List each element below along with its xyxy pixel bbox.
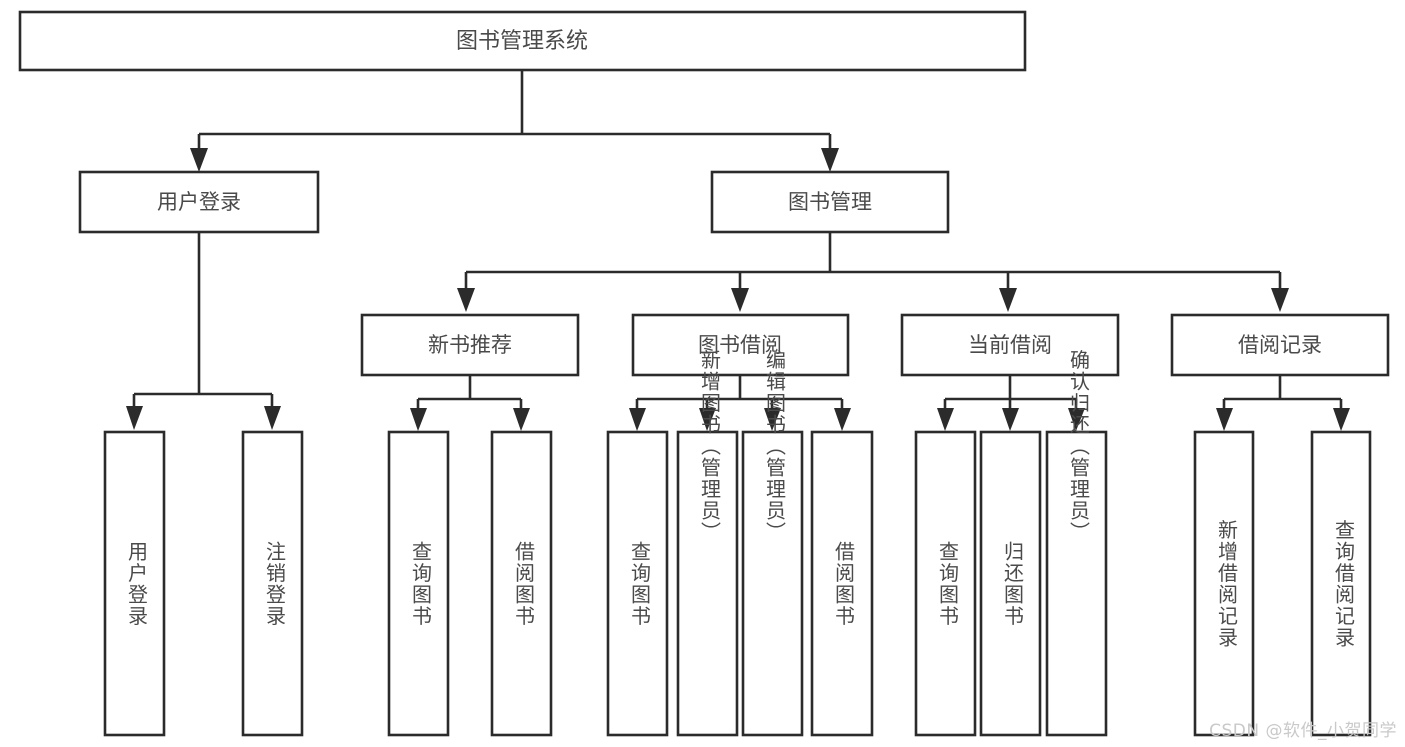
node-book-borrow-label: 图书借阅 — [698, 333, 782, 357]
arrow-newbook-leaf-2 — [513, 408, 530, 431]
arrow-to-borrow-record — [1271, 288, 1289, 312]
node-book-borrow-box[interactable] — [631, 313, 850, 377]
node-leaf-query-book-2-box[interactable] — [606, 430, 669, 737]
arrow-bookborrow-leaf-4 — [834, 408, 851, 431]
node-leaf-edit-book-box[interactable] — [741, 430, 804, 737]
node-leaf-confirm-return[interactable]: 确认归还（管理员） — [1045, 349, 1108, 737]
node-leaf-borrow-book-1-label: 借阅图书 — [512, 541, 536, 627]
node-leaf-query-book-3-label: 查询图书 — [936, 541, 960, 627]
node-book-borrow[interactable]: 图书借阅 — [631, 313, 850, 377]
node-leaf-query-book-3-box[interactable] — [914, 430, 977, 737]
node-leaf-logout-login-box[interactable] — [241, 430, 304, 737]
node-leaf-return-book[interactable]: 归还图书 — [979, 430, 1042, 737]
arrow-currentborrow-leaf-1 — [937, 408, 954, 431]
arrow-bookborrow-leaf-3 — [764, 408, 781, 431]
node-leaf-borrow-book-1[interactable]: 借阅图书 — [490, 430, 553, 737]
node-current-borrow-label: 当前借阅 — [968, 333, 1052, 357]
node-leaf-query-record-label: 查询借阅记录 — [1332, 519, 1356, 648]
node-leaf-user-login[interactable]: 用户登录 — [103, 430, 166, 737]
node-leaf-borrow-book-1-box[interactable] — [490, 430, 553, 737]
node-leaf-edit-book-label: 编辑图书（管理员） — [763, 349, 787, 543]
node-leaf-borrow-book-2[interactable]: 借阅图书 — [810, 430, 874, 737]
node-user-login-label: 用户登录 — [157, 190, 241, 214]
node-leaf-logout-login-label: 注销登录 — [263, 541, 287, 627]
node-leaf-borrow-book-2-box[interactable] — [810, 430, 874, 737]
node-leaf-query-record-box[interactable] — [1310, 430, 1372, 737]
arrow-user-login-leaf-1 — [126, 406, 143, 430]
arrow-user-login-leaf-2 — [264, 406, 281, 430]
arrow-to-current-borrow — [999, 288, 1017, 312]
node-leaf-query-book-1-box[interactable] — [387, 430, 450, 737]
node-leaf-add-record-box[interactable] — [1193, 430, 1255, 737]
node-leaf-add-record-label: 新增借阅记录 — [1215, 519, 1239, 648]
node-leaf-add-book[interactable]: 新增图书（管理员） — [676, 349, 739, 737]
node-new-book-recommend-label: 新书推荐 — [428, 333, 512, 357]
node-leaf-query-book-1[interactable]: 查询图书 — [387, 430, 450, 737]
node-leaf-query-book-3[interactable]: 查询图书 — [914, 430, 977, 737]
node-current-borrow[interactable]: 当前借阅 — [900, 313, 1120, 377]
node-user-login[interactable]: 用户登录 — [78, 170, 320, 234]
arrow-borrowrecord-leaf-1 — [1216, 408, 1233, 431]
node-leaf-query-record[interactable]: 查询借阅记录 — [1310, 430, 1372, 737]
node-leaf-confirm-return-box[interactable] — [1045, 430, 1108, 737]
arrow-currentborrow-leaf-2 — [1002, 408, 1019, 431]
node-leaf-query-book-2-label: 查询图书 — [628, 541, 652, 627]
node-leaf-add-record[interactable]: 新增借阅记录 — [1193, 430, 1255, 737]
node-leaf-borrow-book-2-label: 借阅图书 — [832, 541, 856, 627]
arrow-newbook-leaf-1 — [410, 408, 427, 431]
node-root[interactable]: 图书管理系统 — [18, 10, 1027, 72]
node-user-login-box[interactable] — [78, 170, 320, 234]
node-borrow-record[interactable]: 借阅记录 — [1170, 313, 1390, 377]
node-leaf-add-book-box[interactable] — [676, 430, 739, 737]
node-leaf-user-login-label: 用户登录 — [125, 541, 149, 627]
node-leaf-add-book-label: 新增图书（管理员） — [698, 349, 722, 543]
node-leaf-logout-login[interactable]: 注销登录 — [241, 430, 304, 737]
edge-layer — [126, 70, 1350, 431]
node-book-manage[interactable]: 图书管理 — [710, 170, 950, 234]
node-leaf-query-book-2[interactable]: 查询图书 — [606, 430, 669, 737]
arrow-bookborrow-leaf-2 — [699, 408, 716, 431]
node-new-book-recommend-box[interactable] — [360, 313, 580, 377]
arrow-root-to-book-manage — [821, 148, 839, 172]
node-root-box[interactable] — [18, 10, 1027, 72]
node-root-label: 图书管理系统 — [456, 29, 588, 54]
node-borrow-record-label: 借阅记录 — [1238, 333, 1322, 357]
arrow-borrowrecord-leaf-2 — [1333, 408, 1350, 431]
node-leaf-return-book-box[interactable] — [979, 430, 1042, 737]
node-new-book-recommend[interactable]: 新书推荐 — [360, 313, 580, 377]
arrow-bookborrow-leaf-1 — [629, 408, 646, 431]
node-borrow-record-box[interactable] — [1170, 313, 1390, 377]
arrow-currentborrow-leaf-3 — [1068, 408, 1085, 431]
node-book-manage-label: 图书管理 — [788, 190, 872, 214]
arrow-to-book-borrow — [731, 288, 749, 312]
node-leaf-edit-book[interactable]: 编辑图书（管理员） — [741, 349, 804, 737]
node-leaf-user-login-box[interactable] — [103, 430, 166, 737]
node-leaf-confirm-return-label: 确认归还（管理员） — [1067, 349, 1091, 543]
node-leaf-return-book-label: 归还图书 — [1001, 541, 1025, 627]
node-leaf-query-book-1-label: 查询图书 — [409, 541, 433, 627]
arrow-to-new-book-recommend — [457, 288, 475, 312]
arrow-root-to-user-login — [190, 148, 208, 172]
node-current-borrow-box[interactable] — [900, 313, 1120, 377]
node-book-manage-box[interactable] — [710, 170, 950, 234]
